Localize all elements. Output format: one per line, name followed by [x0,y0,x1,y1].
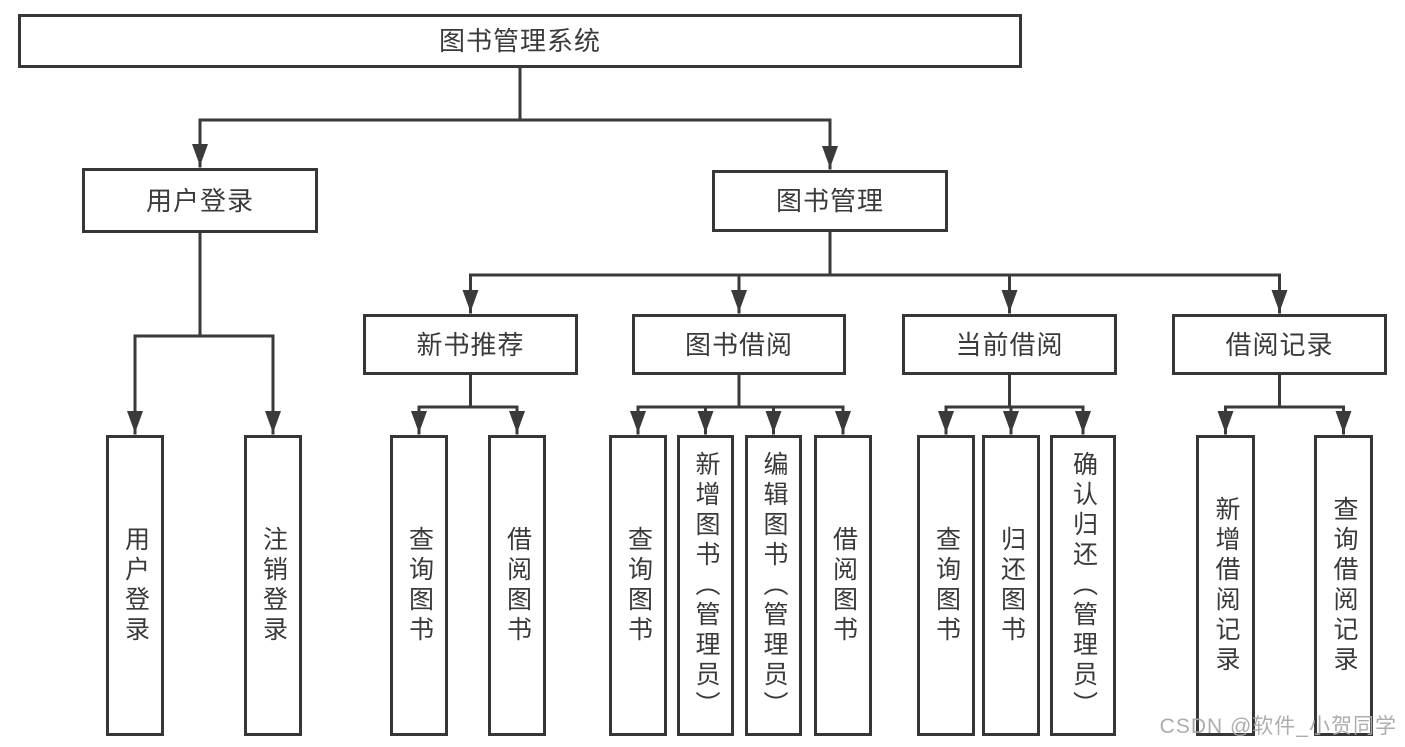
connector-current-borrow-to-leaves [938,373,1091,435]
leaf-query-borrow-record-label: 查询借阅记录 [1330,495,1358,676]
leaf-user-login-label: 用户登录 [121,525,150,646]
leaf-confirm-return-admin: 确认归还（管理员） [1050,435,1116,736]
leaf-return-book-label: 归还图书 [997,525,1026,646]
node-book-mgmt: 图书管理 [712,170,948,232]
leaf-borrow-books-newbooks-label: 借阅图书 [503,525,532,646]
node-current-borrow: 当前借阅 [902,314,1117,375]
node-book-mgmt-label: 图书管理 [775,186,884,216]
leaf-add-borrow-record: 新增借阅记录 [1196,435,1255,736]
node-borrow-records-label: 借阅记录 [1225,329,1334,360]
leaf-user-login: 用户登录 [106,435,164,736]
connector-new-books-to-leaves [411,373,525,435]
leaf-borrow-books-borrow-label: 借阅图书 [829,525,858,646]
connector-root-to-level2 [192,66,838,170]
leaf-return-book: 归还图书 [982,435,1040,736]
leaf-edit-book-admin: 编辑图书（管理员） [745,435,802,736]
leaf-borrow-books-borrow: 借阅图书 [814,435,872,736]
csdn-watermark: CSDN @软件_小贺同学 [1159,715,1397,738]
node-current-borrow-label: 当前借阅 [955,329,1064,360]
leaf-confirm-return-admin-label: 确认归还（管理员） [1069,450,1098,721]
leaf-add-book-admin: 新增图书（管理员） [677,435,734,736]
leaf-query-books-borrow: 查询图书 [609,435,667,736]
node-book-borrow: 图书借阅 [632,314,846,375]
node-borrow-records: 借阅记录 [1172,314,1387,375]
leaf-logout-label: 注销登录 [259,525,288,646]
leaf-query-books-newbooks: 查询图书 [390,435,448,736]
connector-login-to-leaves [127,231,281,435]
leaf-query-books-newbooks-label: 查询图书 [405,525,434,646]
connector-book-borrow-to-leaves [630,373,851,435]
leaf-query-books-current-label: 查询图书 [932,525,961,646]
leaf-borrow-books-newbooks: 借阅图书 [488,435,546,736]
leaf-query-books-borrow-label: 查询图书 [624,525,653,646]
node-root: 图书管理系统 [18,14,1022,68]
leaf-query-books-current: 查询图书 [917,435,975,736]
node-new-books: 新书推荐 [363,314,578,375]
leaf-add-book-admin-label: 新增图书（管理员） [692,450,720,721]
node-new-books-label: 新书推荐 [416,329,525,360]
leaf-add-borrow-record-label: 新增借阅记录 [1212,495,1240,676]
leaf-edit-book-admin-label: 编辑图书（管理员） [760,450,788,721]
connector-mgmt-to-level3 [462,230,1288,314]
node-root-label: 图书管理系统 [438,26,601,56]
connector-borrow-records-to-leaves [1217,373,1352,435]
node-book-borrow-label: 图书借阅 [684,329,793,360]
leaf-query-borrow-record: 查询借阅记录 [1314,435,1373,736]
leaf-logout: 注销登录 [244,435,302,736]
node-user-login: 用户登录 [82,168,318,233]
node-user-login-label: 用户登录 [145,185,254,216]
